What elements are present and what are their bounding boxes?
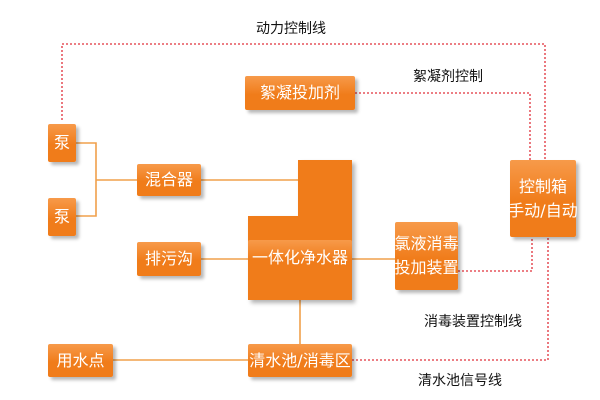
- pump-1-box: 泵: [48, 124, 76, 162]
- pool-signal-line-label: 清水池信号线: [418, 373, 502, 389]
- pump-2-box: 泵: [48, 198, 76, 236]
- pool-signal-line: [352, 237, 549, 361]
- power-control-line: [61, 43, 546, 160]
- flocculant-control-line: [355, 92, 531, 160]
- sewage-ditch-box: 排污沟: [137, 242, 201, 276]
- mixer-box: 混合器: [137, 164, 201, 196]
- control-box: 控制箱 手动/自动: [508, 160, 578, 237]
- pump1-pipe: [76, 142, 97, 217]
- control-box-line-2: 手动/自动: [508, 200, 578, 220]
- disinfection-control-line: [458, 237, 533, 272]
- purifier-label: 一体化净水器: [248, 240, 352, 276]
- purifier-shape: [248, 160, 352, 300]
- chlorine-dosing-line-2: 投加装置: [394, 258, 459, 277]
- disinfection-control-line-label: 消毒装置控制线: [424, 314, 522, 330]
- power-control-line-label: 动力控制线: [256, 21, 326, 37]
- flocculant-dosing-box: 絮凝投加剂: [245, 76, 355, 110]
- control-box-line-1: 控制箱: [518, 176, 567, 196]
- water-point-box: 用水点: [48, 344, 113, 377]
- clear-water-pool-box: 清水池/消毒区: [248, 344, 352, 377]
- chlorine-dosing-box: 氯液消毒 投加装置: [394, 222, 459, 290]
- chlorine-dosing-line-1: 氯液消毒: [394, 234, 459, 253]
- flocculant-control-label: 絮凝剂控制: [413, 69, 483, 85]
